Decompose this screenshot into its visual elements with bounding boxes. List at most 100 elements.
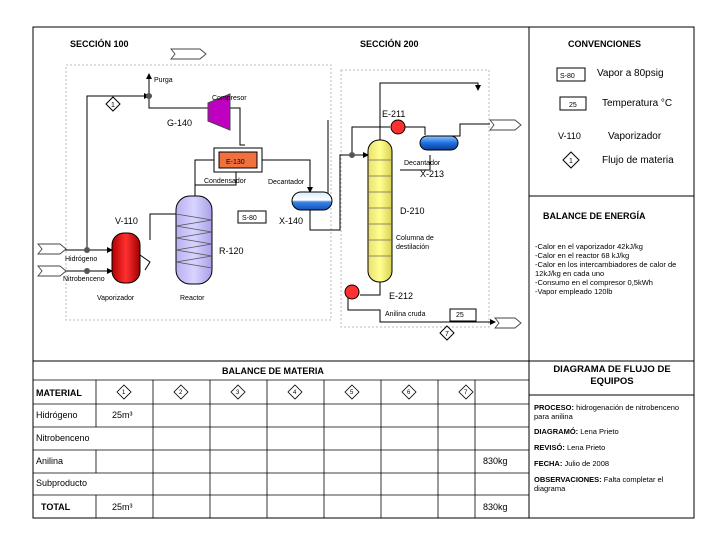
row-aniline-name: Anilina (36, 456, 63, 466)
info-reviewed-value: Lena Prieto (566, 443, 606, 452)
info-date: FECHA: Julio de 2008 (534, 459, 690, 468)
condenser-e211 (390, 119, 406, 135)
info-reviewed: REVISÓ: Lena Prieto (534, 443, 690, 452)
legend-vaporizer-symbol-text: V-110 (558, 131, 581, 141)
info-observations: OBSERVACIONES: Falta completar el diagra… (534, 475, 690, 493)
row-total-name: TOTAL (41, 502, 71, 512)
flow-number-1: 1 (111, 102, 115, 109)
label-column: Columna de destilación (396, 235, 434, 251)
flow-number-7: 7 (445, 331, 449, 338)
info-date-value: Julio de 2008 (564, 459, 610, 468)
label-decanter-1: Decantador (268, 179, 305, 186)
section-100-title: SECCIÓN 100 (70, 38, 129, 49)
label-decanter-2: Decantador (404, 160, 441, 167)
info-observations-value: Falta completar el diagrama (534, 475, 664, 493)
energy-balance-title: BALANCE DE ENERGÍA (543, 211, 646, 221)
flow-header-7: 7 (464, 390, 468, 396)
row-hydrogen-name: Hidrógeno (36, 410, 78, 420)
row-byproduct-name: Subproducto (36, 478, 87, 488)
energy-item-3: -Calor en los intercambiadores de calor … (535, 260, 677, 278)
energy-item-5: -Vapor empleado 120lb (535, 287, 613, 296)
info-drew-label: DIAGRAMÓ: (534, 427, 579, 436)
label-r120: R-120 (219, 246, 244, 256)
flow-header-2: 2 (179, 390, 183, 396)
legend-symbol-temperature (559, 96, 587, 111)
junction-dots (84, 93, 355, 274)
flow-header-6: 6 (407, 390, 411, 396)
label-x140: X-140 (279, 216, 303, 226)
steam-tag-s80 (237, 210, 267, 224)
conventions-title: CONVENCIONES (568, 39, 641, 49)
label-purge: Purga (154, 77, 173, 84)
connector-arrows (37, 48, 522, 329)
info-process-label: PROCESO: (534, 403, 575, 412)
row-nitro-name: Nitrobenceno (36, 433, 90, 443)
energy-item-1: -Calor en el vaporizador 42kJ/kg (535, 242, 643, 251)
connector-arrow-top (489, 119, 522, 131)
flow-header-1: 1 (122, 390, 126, 396)
reboiler-e212 (344, 284, 360, 300)
row-hydrogen-flow1: 25m³ (112, 410, 133, 420)
connector-arrow-hydrogen (37, 243, 67, 255)
vaporizer-v110 (111, 232, 151, 284)
info-process: PROCESO: hidrogenación de nitrobenceno p… (534, 403, 690, 421)
info-observations-label: OBSERVACIONES: (534, 475, 602, 484)
energy-balance-list: -Calor en el vaporizador 42kJ/kg -Calor … (535, 242, 691, 296)
condenser-e130 (213, 147, 263, 173)
legend-temperature-symbol-text: 25 (569, 102, 577, 109)
diagram-title: DIAGRAMA DE FLUJO DE EQUIPOS (553, 364, 671, 387)
reactor-r120 (175, 195, 213, 285)
decanter-x140 (291, 191, 333, 211)
compressor-g140 (207, 93, 231, 131)
row-total-flow7: 830kg (483, 502, 508, 512)
material-balance-title: BALANCE DE MATERIA (222, 366, 324, 376)
energy-item-2: -Calor en el reactor 68 kJ/kg (535, 251, 630, 260)
section-dividers (65, 64, 490, 328)
flow-header-4: 4 (293, 390, 297, 396)
label-d210: D-210 (400, 206, 425, 216)
label-reactor: Reactor (180, 295, 205, 302)
flow-header-diamonds (116, 384, 474, 400)
label-e212: E-212 (389, 291, 413, 301)
legend-flow-text: Flujo de materia (602, 155, 674, 166)
info-process-value: hidrogenación de nitrobenceno para anili… (534, 403, 680, 421)
label-e130: E-130 (226, 159, 245, 166)
flow-marker-1 (105, 96, 121, 112)
flow-header-3: 3 (236, 390, 240, 396)
label-g140: G-140 (167, 118, 192, 128)
legend-steam-text: Vapor a 80psig (597, 68, 664, 79)
row-total-flow1: 25m³ (112, 502, 133, 512)
material-table-grid (33, 379, 529, 518)
connector-arrow-aniline (494, 317, 522, 329)
legend-temperature-text: Temperatura °C (602, 98, 672, 109)
row-aniline-flow7: 830kg (483, 456, 508, 466)
label-aniline-crude: Anilina cruda (385, 311, 426, 318)
info-date-label: FECHA: (534, 459, 563, 468)
label-temp-25: 25 (456, 312, 464, 319)
legend-vaporizer-text: Vaporizador (608, 131, 662, 142)
info-drew-value: Lena Prieto (580, 427, 619, 436)
legend-symbol-flow (562, 151, 580, 169)
sheet-frame (32, 26, 695, 519)
info-reviewed-label: REVISÓ: (534, 443, 565, 452)
process-lines (60, 73, 496, 325)
label-nitrobenzene: Nitrobenceno (63, 276, 105, 283)
label-e211: E-211 (382, 109, 405, 119)
decanter-x213 (419, 135, 459, 151)
legend-steam-symbol-text: S-80 (560, 73, 575, 80)
connector-arrow-nitro (37, 265, 67, 277)
flow-marker-7 (439, 325, 455, 341)
info-block: PROCESO: hidrogenación de nitrobenceno p… (534, 403, 690, 493)
label-hydrogen: Hidrógeno (65, 256, 97, 263)
label-vaporizer: Vaporizador (97, 295, 135, 302)
label-x213: X-213 (420, 169, 444, 179)
material-header: MATERIAL (36, 388, 82, 398)
section-200-title: SECCIÓN 200 (360, 38, 419, 49)
column-d210 (367, 139, 393, 283)
label-v110: V-110 (115, 216, 138, 226)
label-compressor: Compresor (212, 95, 247, 102)
connector-arrow-purge (170, 48, 207, 60)
legend-flow-symbol-text: 1 (569, 158, 573, 165)
flow-header-5: 5 (350, 390, 354, 396)
